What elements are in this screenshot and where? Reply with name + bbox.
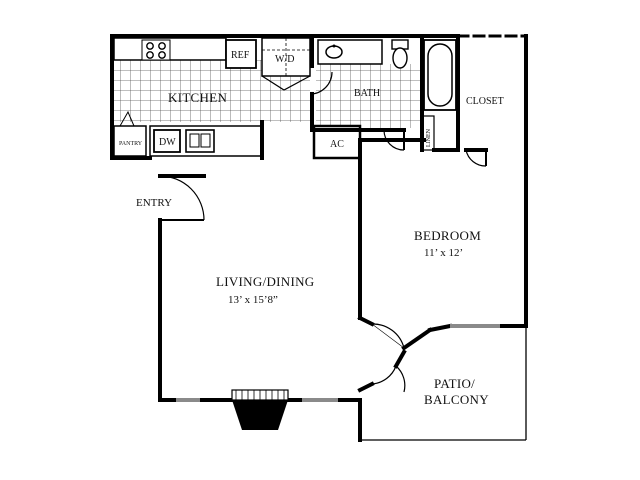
double-sink-icon (185, 129, 215, 153)
washer-dryer-label: W/D (275, 54, 294, 65)
bath-tile-floor (316, 64, 424, 128)
ac-label: AC (330, 139, 344, 150)
pantry-label: PANTRY (119, 141, 143, 147)
living-dining-size: 13’ x 15’8” (228, 294, 278, 306)
bathtub-icon (423, 39, 457, 111)
living-dining-label: LIVING/DINING (216, 274, 315, 289)
bedroom-label: BEDROOM (414, 228, 481, 243)
closet-label: CLOSET (466, 96, 504, 107)
kitchen-label: KITCHEN (168, 90, 227, 105)
refrigerator (225, 39, 257, 69)
bedroom-size: 11’ x 12’ (424, 247, 463, 259)
bath-label: BATH (354, 88, 380, 99)
windows (176, 324, 500, 402)
patio-outline (360, 326, 527, 441)
stove-burners-icon (141, 39, 171, 61)
patio-label-line1: PATIO/ (434, 376, 475, 391)
linen-label: LINEN (426, 128, 432, 147)
refrigerator-label: REF (231, 50, 250, 61)
fireplace-icon (231, 389, 289, 430)
entry-label: ENTRY (136, 197, 172, 209)
dishwasher-label: DW (159, 137, 176, 148)
washer-dryer-closet (261, 37, 311, 91)
door-swings (159, 71, 487, 393)
toilet-icon (391, 39, 409, 69)
patio-label-line2: BALCONY (424, 392, 489, 407)
bath-sink-icon (317, 39, 383, 65)
dishwasher (153, 129, 181, 153)
